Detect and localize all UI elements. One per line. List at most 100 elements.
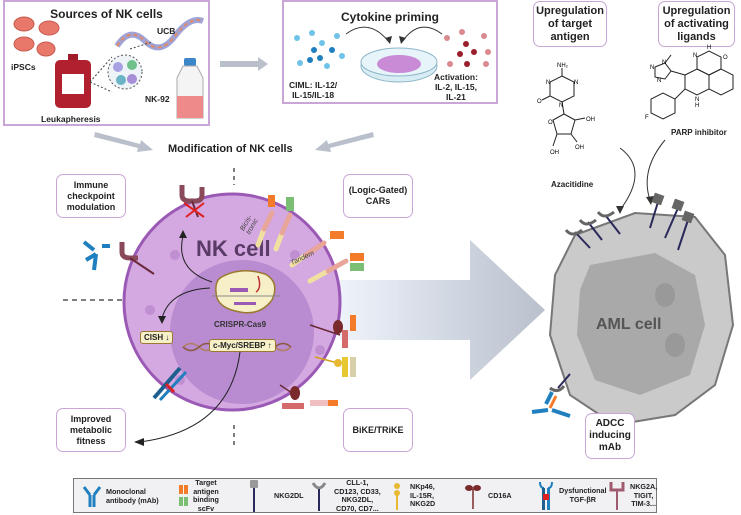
bike-trike-molecules-icon (279, 315, 356, 409)
scfv-icon (179, 485, 188, 506)
legend-nkp46-line-1: NKp46, (410, 482, 435, 491)
checkpoint-receptor-icon (609, 482, 625, 510)
immune-checkpoint-line-1: Immune (73, 179, 109, 190)
curved-arrows-icon (345, 26, 443, 44)
legend-antigen-line-1: CLL-1, (346, 478, 369, 487)
parp-n5: N (695, 97, 699, 103)
sources-panel-title: Sources of NK cells (50, 7, 163, 21)
legend-checkpoint-line-1: NKG2A, (630, 482, 658, 491)
cd16a-icon (465, 485, 481, 509)
legend-scfv-line-2: antigen (193, 486, 219, 496)
aza-n3: N (559, 103, 563, 109)
sources-panel: Sources of NK cells iPSCs UCB Leukaphere… (3, 0, 210, 126)
ciml-line-2: IL-15/IL-18 (292, 90, 335, 100)
cish-gene-box: CISH ↓ (140, 331, 174, 344)
adcc-antibody-icon (531, 373, 571, 418)
aza-n2: N (574, 80, 578, 86)
legend-scfv-label: Target antigen binding scFv (193, 478, 219, 513)
legend-scfv-line-1: Target (195, 478, 217, 487)
legend-checkpoint-label: NKG2A, TIGIT, TIM-3... (630, 482, 658, 509)
legend-antigen-line-4: CD70, CD7... (336, 503, 379, 513)
logic-gated-line-1: (Logic-Gated) (348, 185, 408, 195)
activation-line-1: Activation: (434, 72, 478, 82)
parp-h2: H (695, 103, 699, 109)
legend-cd16a-label: CD16A (488, 491, 512, 500)
legend-antigen-label: CLL-1, CD123, CD33, NKG2DL, CD70, CD7... (334, 478, 381, 513)
adcc-line-1: ADCC (595, 418, 625, 429)
modification-title: Modification of NK cells (168, 143, 293, 155)
cytokine-panel-title: Cytokine priming (340, 10, 439, 24)
activating-receptor-icon (394, 483, 400, 510)
aza-oh2: OH (575, 145, 584, 151)
arrow-sources-to-modification (94, 132, 153, 152)
parp-h1: H (707, 45, 711, 51)
metabolic-line-1: Improved (70, 413, 112, 424)
aza-oh1: OH (586, 117, 595, 123)
magnified-cells-icon (89, 41, 153, 93)
legend-nkp46-line-2: IL-15R, (410, 490, 434, 500)
target-antigen-receptor-icon (311, 482, 327, 511)
legend-mab-line-1: Monoclonal (106, 487, 146, 496)
legend-tgf-label: Dysfunctional TGF-βR (559, 486, 607, 504)
legend-nkg2dl-label: NKG2DL (274, 491, 304, 500)
legend-nkp46-line-3: NKG2D (410, 499, 436, 508)
ciml-cytokines-icon (294, 30, 345, 69)
parp-o: O (723, 55, 728, 61)
activating-ligands-line-2: of activating (664, 17, 729, 30)
leukapheresis-label: Leukapheresis (41, 114, 101, 124)
activation-line-3: IL-21 (446, 92, 466, 102)
immune-checkpoint-box: Immune checkpoint modulation (56, 174, 126, 218)
down-arrow-icon: ↓ (165, 333, 170, 342)
blood-bag-icon (55, 54, 91, 108)
target-antigen-line-2: of target (548, 17, 592, 30)
aml-cell-label: AML cell (596, 316, 662, 333)
legend-scfv-line-3: binding (193, 495, 219, 504)
legend-antigen-line-3: NKG2DL, (341, 495, 374, 504)
myc-srebp-label: c-Myc/SREBP (213, 341, 266, 350)
legend-nkp46-label: NKp46, IL-15R, NKG2D (410, 482, 436, 509)
ipsc-cells-icon (13, 16, 60, 57)
activation-line-2: IL-2, IL-15, (434, 82, 477, 92)
aml-cell (548, 211, 735, 427)
logic-gated-line-2: CARs (365, 196, 391, 206)
car-receptors-icon (255, 195, 364, 284)
adcc-inducing-mab-box: ADCC inducing mAb (585, 413, 635, 459)
metabolic-line-2: metabolic (69, 424, 112, 435)
checkpoint-knockout-icon (179, 185, 205, 218)
activating-ligands-line-3: ligands (677, 30, 716, 43)
legend-mab-line-2: antibody (mAb) (106, 495, 159, 505)
tgf-receptor-icon (539, 481, 553, 510)
parp-inhibitor-structure-icon: N N N N N H H O F (645, 45, 734, 121)
parp-n3: N (657, 78, 661, 84)
legend-checkpoint-line-3: TIM-3... (631, 499, 656, 508)
bike-trike-label: BiKE/TRiKE (352, 424, 404, 435)
nk92-flask-icon (176, 58, 204, 119)
adcc-line-2: inducing (589, 430, 631, 441)
ciml-line-1: CIML: IL-12/ (289, 80, 338, 90)
legend: Monoclonal antibody (mAb) Target antigen… (73, 478, 657, 513)
nk92-label: NK-92 (145, 94, 170, 104)
crispr-cas9-icon (212, 270, 280, 314)
checkpoint-blocking-antibody-icon (82, 240, 155, 275)
logic-gated-cars-box: (Logic-Gated) CARs (343, 174, 413, 218)
nkg2dl-icon (250, 480, 258, 512)
monoclonal-antibody-icon (82, 486, 102, 507)
activation-cytokines-icon (444, 29, 491, 67)
big-arrow-nk-to-aml (340, 240, 545, 380)
aza-o1: O (537, 99, 542, 105)
umbilical-cord-icon (114, 17, 205, 51)
parp-f: F (645, 115, 649, 121)
petri-dish-icon (360, 47, 438, 83)
target-antigen-line-1: Upregulation (536, 4, 604, 17)
arrow-sources-to-cytokine (220, 57, 268, 71)
crispr-label: CRISPR-Cas9 (214, 320, 267, 329)
parp-n2: N (662, 60, 666, 66)
aml-surface-antigens-icon (564, 192, 695, 251)
ucb-label: UCB (157, 26, 176, 36)
arrow-cytokine-to-modification (315, 132, 374, 152)
upregulation-activating-ligands-box: Upregulation of activating ligands (658, 1, 735, 47)
improved-metabolic-fitness-box: Improved metabolic fitness (56, 408, 126, 452)
legend-mab-label: Monoclonal antibody (mAb) (106, 487, 159, 505)
metabolic-line-3: fitness (76, 435, 106, 446)
